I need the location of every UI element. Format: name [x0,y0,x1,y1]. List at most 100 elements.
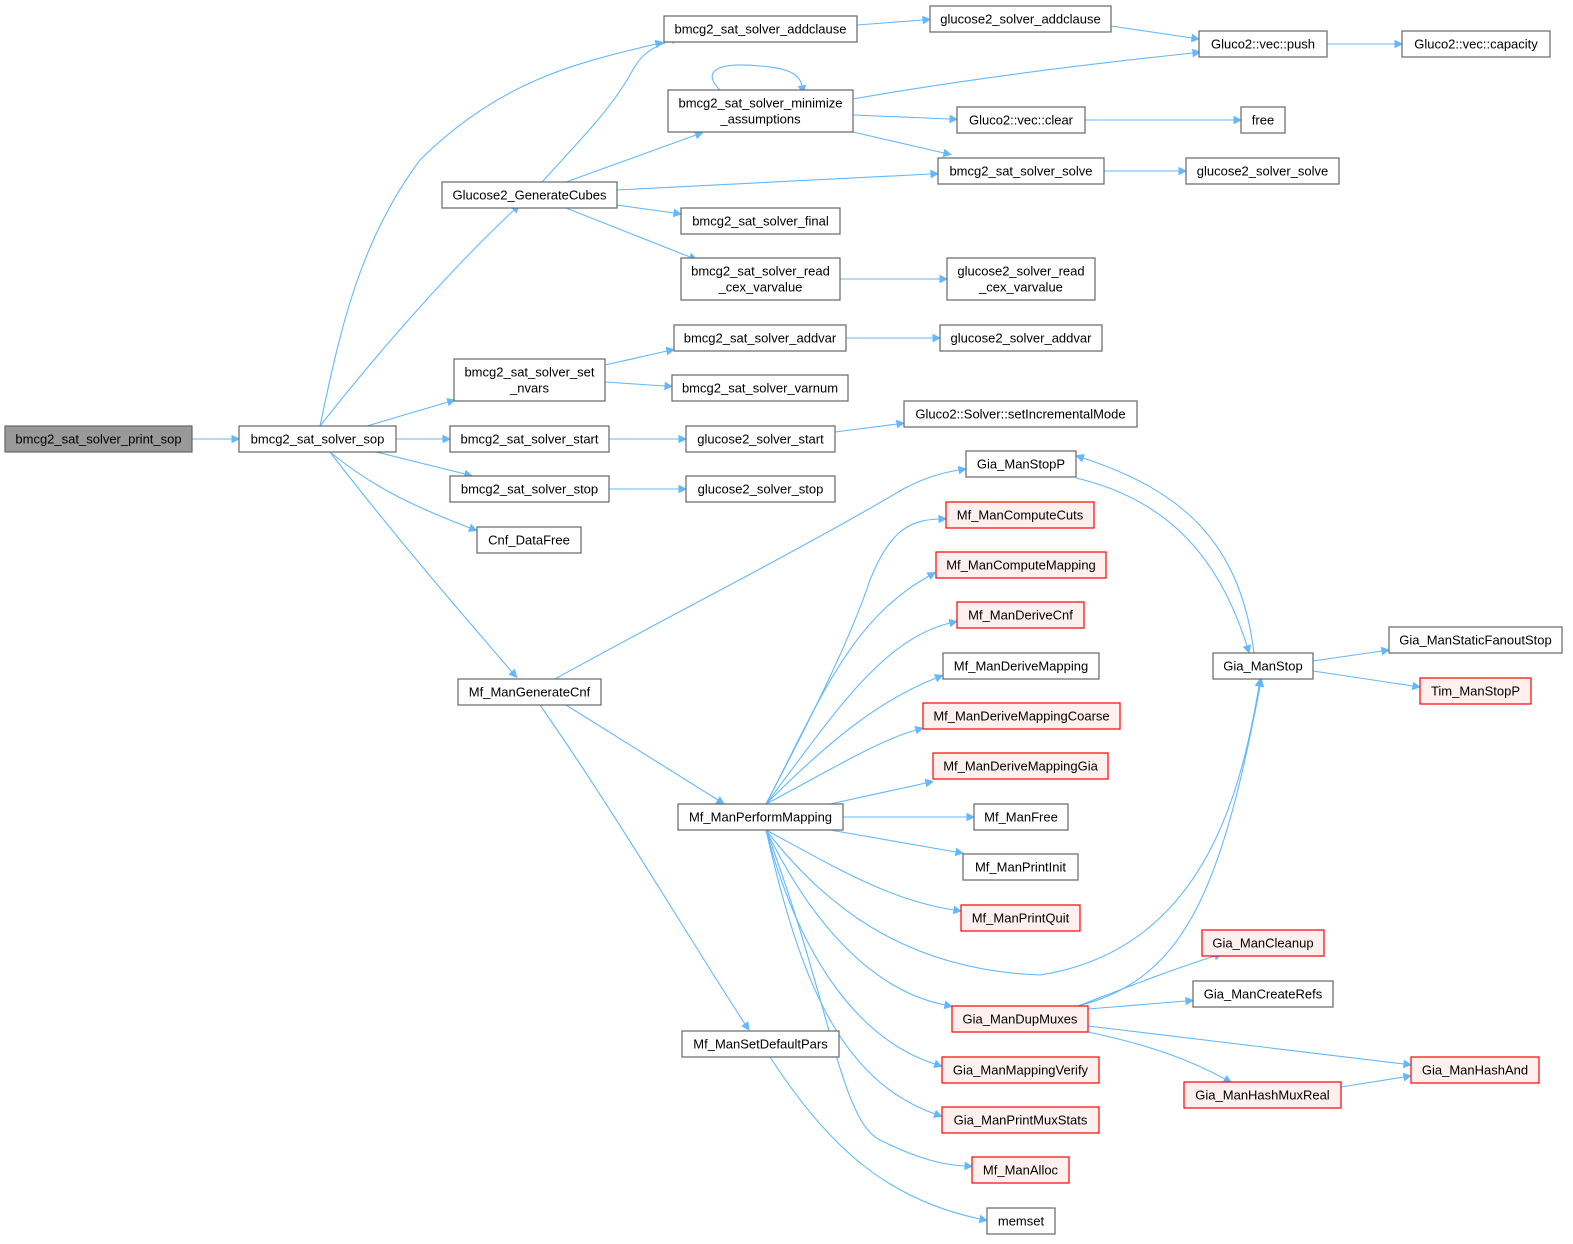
arrowhead-icon [665,346,675,356]
node-hash_mux_real[interactable]: Gia_ManHashMuxReal [1183,1081,1342,1109]
node-box [1183,1081,1342,1109]
node-stop[interactable]: bmcg2_sat_solver_stop [449,475,610,503]
node-vec_capacity[interactable]: Gluco2::vec::capacity [1401,30,1551,58]
node-derive_mapping[interactable]: Mf_ManDeriveMapping [942,652,1100,680]
node-box [932,752,1109,780]
node-default_pars[interactable]: Mf_ManSetDefaultPars [681,1030,840,1058]
node-gen_cnf[interactable]: Mf_ManGenerateCnf [457,678,602,706]
edge-sop-to-set_nvars [366,398,456,427]
arrowhead-icon [942,148,952,158]
node-memset[interactable]: memset [986,1207,1056,1235]
edge-perform_mapping-to-print_mux_stats [765,829,943,1118]
node-label: Tim_ManStopP [1431,684,1520,699]
edge-line [765,677,937,805]
arrowhead-icon [1190,33,1201,43]
node-compute_mapping[interactable]: Mf_ManComputeMapping [935,551,1107,579]
node-label: Cnf_DataFree [488,533,570,548]
edge-stopp-to-man_stop [1075,477,1251,654]
node-addvar[interactable]: bmcg2_sat_solver_addvar [673,324,847,352]
node-read_cex[interactable]: bmcg2_sat_solver_read_cex_varvalue [680,257,841,301]
node-perform_mapping[interactable]: Mf_ManPerformMapping [677,803,844,831]
node-box [941,1056,1100,1084]
arrowhead-icon [442,434,452,444]
node-g2_addvar[interactable]: glucose2_solver_addvar [939,324,1103,352]
node-compute_cuts[interactable]: Mf_ManComputeCuts [945,501,1095,529]
node-cnf_free[interactable]: Cnf_DataFree [476,526,582,554]
node-stopp[interactable]: Gia_ManStopP [965,450,1077,478]
node-g2_solve[interactable]: glucose2_solver_solve [1185,157,1340,185]
node-static_fanout_stop[interactable]: Gia_ManStaticFanoutStop [1388,626,1563,654]
node-mf_free[interactable]: Mf_ManFree [973,803,1069,831]
arrowhead-icon [964,1161,974,1171]
edge-line [1110,25,1193,39]
node-label: bmcg2_sat_solver_start [460,432,598,447]
node-g2_read_cex[interactable]: glucose2_solver_read_cex_varvalue [946,257,1096,301]
edge-perform_mapping-to-compute_mapping [765,572,937,805]
edge-line [565,704,719,801]
node-derive_gia[interactable]: Mf_ManDeriveMappingGia [932,752,1109,780]
edge-start-to-g2_start [609,434,688,444]
node-box [929,5,1112,33]
node-label: glucose2_solver_addclause [940,12,1100,27]
node-solve[interactable]: bmcg2_sat_solver_solve [937,157,1105,185]
node-hash_and[interactable]: Gia_ManHashAnd [1410,1056,1540,1084]
edge-perform_mapping-to-derive_gia [829,778,934,805]
edge-gen_cnf-to-default_pars [539,704,750,1031]
arrowhead-icon [1075,454,1085,463]
edge-dup_muxes-to-man_stop [1077,678,1265,1007]
node-cleanup[interactable]: Gia_ManCleanup [1201,929,1325,957]
node-derive_cnf[interactable]: Mf_ManDeriveCnf [956,601,1085,629]
node-box [667,89,854,133]
edge-gen_cubes-to-final [616,204,683,218]
arrowhead-icon [1380,646,1391,656]
node-print_quit[interactable]: Mf_ManPrintQuit [960,904,1081,932]
node-label: glucose2_solver_addvar [951,331,1093,346]
node-box [973,803,1069,831]
node-label: Mf_ManFree [984,810,1058,825]
node-set_nvars[interactable]: bmcg2_sat_solver_set_nvars [453,358,606,402]
node-box [965,450,1077,478]
arrowhead-icon [922,15,932,25]
edge-line [856,19,924,26]
node-vec_clear[interactable]: Gluco2::vec::clear [956,106,1086,134]
node-minimize[interactable]: bmcg2_sat_solver_minimize_assumptions [667,89,854,133]
node-g2_stop[interactable]: glucose2_solver_stop [685,475,836,503]
node-derive_coarse[interactable]: Mf_ManDeriveMappingCoarse [922,702,1121,730]
node-dup_muxes[interactable]: Gia_ManDupMuxes [951,1005,1089,1033]
node-create_refs[interactable]: Gia_ManCreateRefs [1192,980,1334,1008]
node-set_incr[interactable]: Gluco2::Solver::setIncrementalMode [903,400,1138,428]
node-varnum[interactable]: bmcg2_sat_solver_varnum [671,374,849,402]
arrowhead-icon [1192,48,1202,58]
edge-perform_mapping-to-print_quit [765,829,963,915]
node-box [935,551,1107,579]
node-mapping_verify[interactable]: Gia_ManMappingVerify [941,1056,1100,1084]
edge-line [765,518,940,805]
arrowhead-icon [678,484,688,494]
node-box [685,475,836,503]
edge-g2_start-to-set_incr [834,419,906,433]
node-mf_alloc[interactable]: Mf_ManAlloc [971,1156,1070,1184]
edge-line [829,782,927,805]
node-tim_stopp[interactable]: Tim_ManStopP [1419,677,1532,705]
node-print_init[interactable]: Mf_ManPrintInit [962,853,1079,881]
node-g2_start[interactable]: glucose2_solver_start [685,425,836,453]
node-man_stop[interactable]: Gia_ManStop [1212,652,1314,680]
edge-set_nvars-to-addvar [604,346,675,366]
node-gen_cubes[interactable]: Glucose2_GenerateCubes [441,181,618,209]
edge-perform_mapping-to-compute_cuts [765,514,948,805]
node-label: bmcg2_sat_solver_stop [461,482,598,497]
node-free[interactable]: free [1240,106,1286,134]
node-addclause[interactable]: bmcg2_sat_solver_addclause [663,15,858,43]
node-final[interactable]: bmcg2_sat_solver_final [680,207,841,235]
node-box [441,181,618,209]
node-print_mux_stats[interactable]: Gia_ManPrintMuxStats [941,1106,1100,1134]
node-sop[interactable]: bmcg2_sat_solver_sop [238,425,397,453]
node-start[interactable]: bmcg2_sat_solver_start [449,425,610,453]
node-print_sop[interactable]: bmcg2_sat_solver_print_sop [4,425,193,453]
arrowhead-icon [694,131,704,140]
node-label: free [1252,113,1274,128]
node-vec_push[interactable]: Gluco2::vec::push [1198,30,1328,58]
node-box [238,425,397,453]
node-g2_addclause[interactable]: glucose2_solver_addclause [929,5,1112,33]
